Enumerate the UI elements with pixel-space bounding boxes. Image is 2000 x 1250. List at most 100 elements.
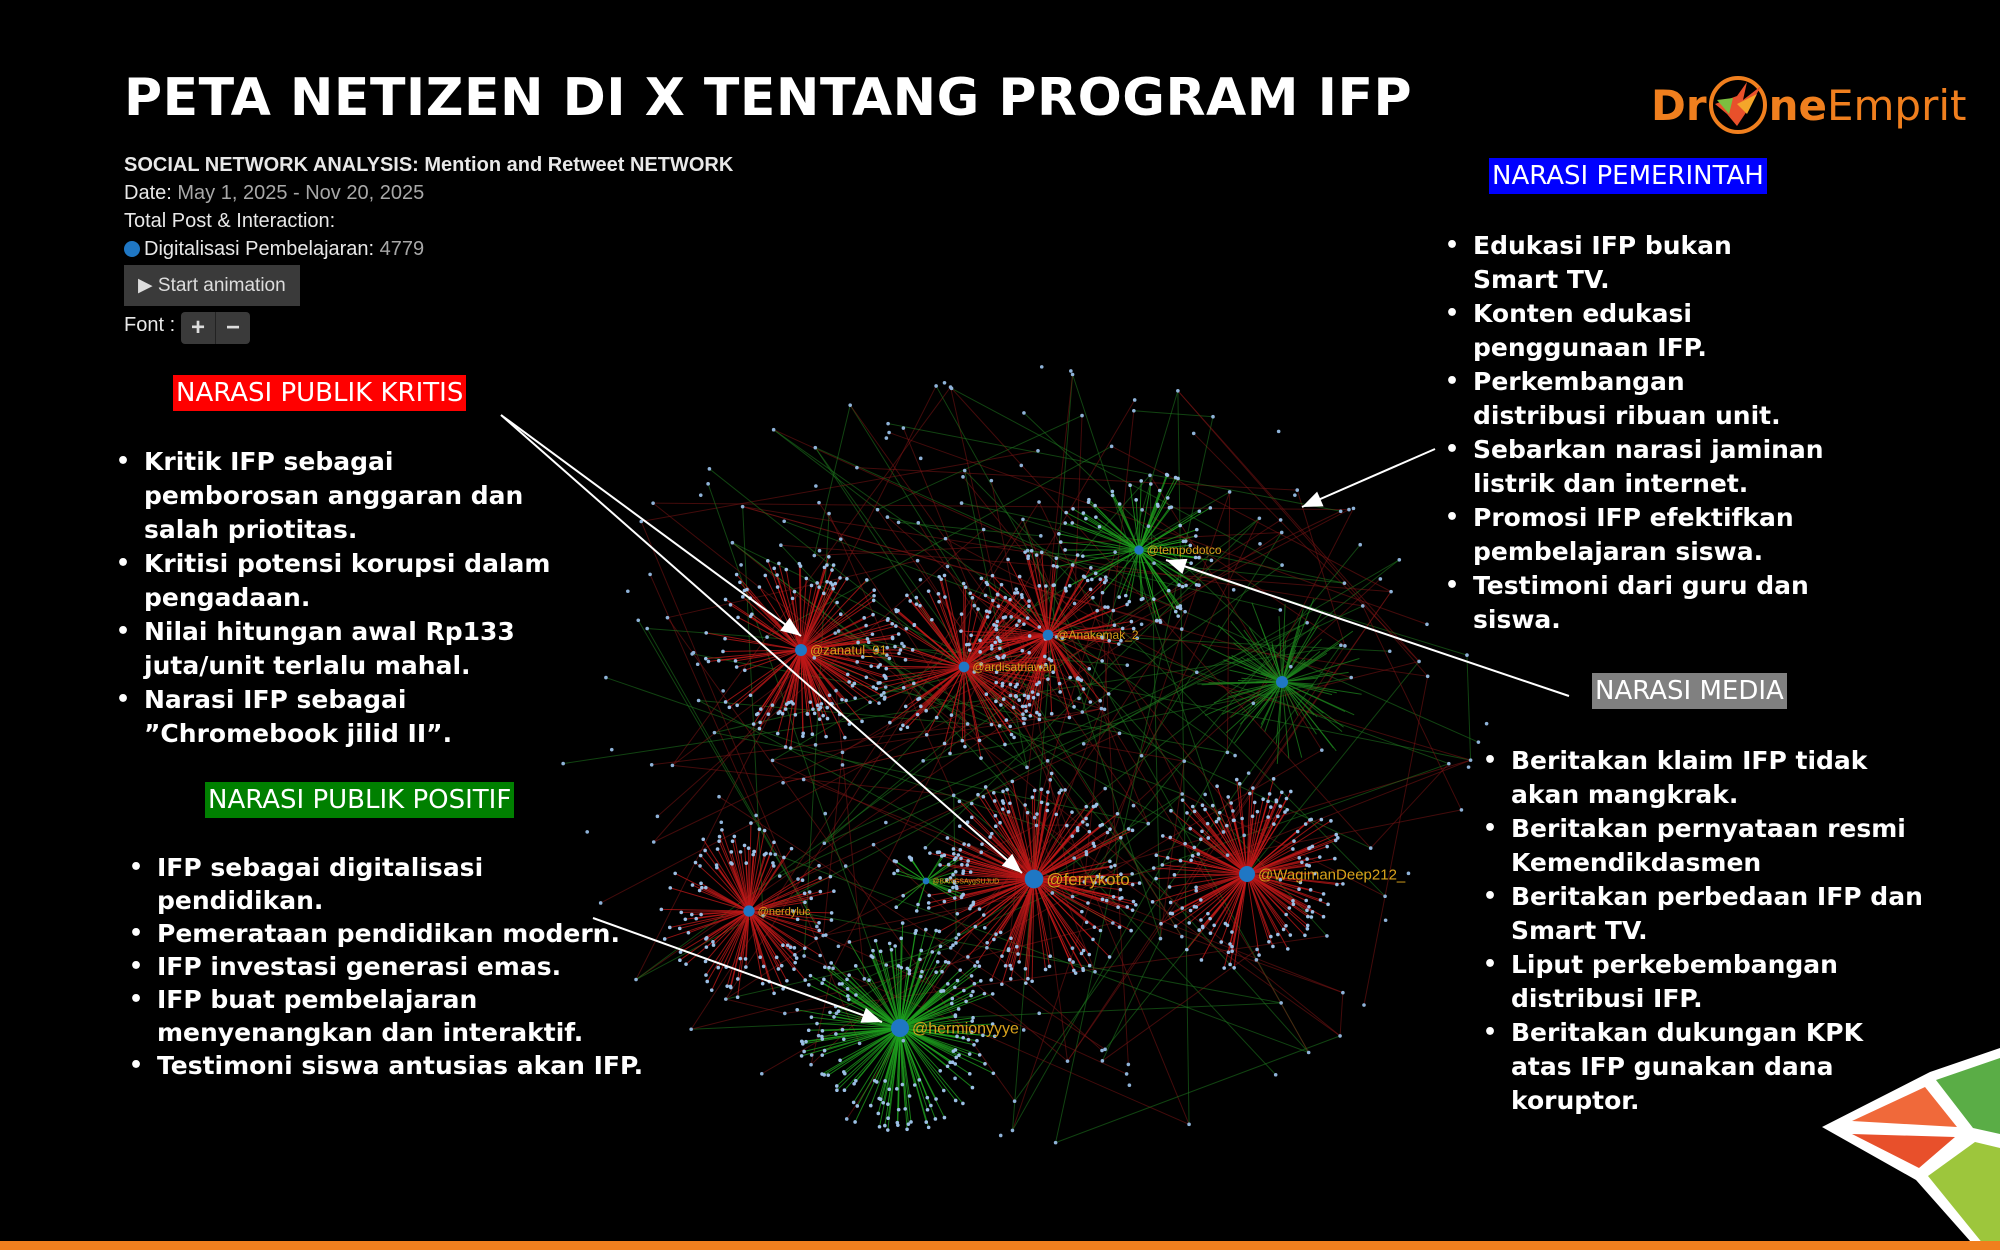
network-node[interactable] <box>677 926 682 931</box>
network-node[interactable] <box>1029 549 1034 553</box>
network-node[interactable] <box>1105 830 1110 835</box>
network-node[interactable] <box>1032 788 1037 793</box>
network-node[interactable] <box>1051 670 1055 675</box>
network-node[interactable] <box>1043 662 1048 667</box>
network-node[interactable] <box>1063 548 1067 552</box>
network-node[interactable] <box>1081 820 1085 824</box>
network-node[interactable] <box>815 703 820 708</box>
network-node[interactable] <box>914 928 918 933</box>
hub-label-WagimanDeep212_[interactable]: @WagimanDeep212_ <box>1258 866 1406 883</box>
network-node[interactable] <box>695 662 700 667</box>
network-node[interactable] <box>1100 1059 1105 1063</box>
network-node[interactable] <box>896 632 901 636</box>
network-node[interactable] <box>896 520 901 525</box>
network-node[interactable] <box>901 723 905 728</box>
network-node[interactable] <box>1173 475 1178 480</box>
network-node[interactable] <box>1183 841 1187 846</box>
network-node[interactable] <box>948 385 953 389</box>
network-node[interactable] <box>1081 948 1086 953</box>
network-node[interactable] <box>698 853 703 858</box>
network-node[interactable] <box>1362 1003 1366 1007</box>
hub-label-nerdyluc[interactable]: @nerdyluc <box>758 906 811 918</box>
network-node[interactable] <box>1100 897 1105 902</box>
network-node[interactable] <box>1031 695 1036 700</box>
network-node[interactable] <box>938 863 942 867</box>
network-node[interactable] <box>1307 904 1311 909</box>
network-node[interactable] <box>998 820 1002 825</box>
network-node[interactable] <box>1016 952 1020 956</box>
network-node[interactable] <box>1055 564 1059 569</box>
network-node[interactable] <box>678 950 683 954</box>
network-node[interactable] <box>1108 859 1112 864</box>
network-node[interactable] <box>822 1073 826 1077</box>
network-node[interactable] <box>1297 887 1301 892</box>
network-node[interactable] <box>797 561 802 566</box>
network-node[interactable] <box>926 1125 931 1130</box>
network-node[interactable] <box>886 421 890 426</box>
network-node[interactable] <box>817 500 821 505</box>
network-node[interactable] <box>898 648 903 652</box>
network-node[interactable] <box>887 430 891 435</box>
network-node[interactable] <box>951 885 955 890</box>
network-node[interactable] <box>719 820 724 825</box>
network-node[interactable] <box>1203 792 1207 797</box>
network-node[interactable] <box>1113 863 1117 868</box>
network-node[interactable] <box>1015 623 1019 628</box>
network-node[interactable] <box>1257 516 1262 521</box>
network-node[interactable] <box>981 794 986 799</box>
network-node[interactable] <box>1084 920 1089 925</box>
network-node[interactable] <box>990 1022 995 1026</box>
network-node[interactable] <box>945 982 950 986</box>
network-node[interactable] <box>953 1048 958 1052</box>
network-node[interactable] <box>1045 802 1050 806</box>
network-node[interactable] <box>1017 698 1021 702</box>
network-node[interactable] <box>903 704 908 709</box>
network-node[interactable] <box>1272 822 1276 826</box>
network-node[interactable] <box>1339 643 1343 648</box>
network-node[interactable] <box>1303 822 1308 826</box>
network-node[interactable] <box>1167 505 1172 510</box>
network-node[interactable] <box>1047 657 1052 661</box>
network-node[interactable] <box>802 946 807 951</box>
network-node[interactable] <box>1417 659 1421 664</box>
network-node[interactable] <box>870 632 875 637</box>
network-node[interactable] <box>894 905 899 910</box>
network-node[interactable] <box>1177 583 1181 587</box>
network-node[interactable] <box>1035 682 1039 687</box>
network-node[interactable] <box>812 711 817 716</box>
network-node[interactable] <box>1117 595 1121 599</box>
network-node[interactable] <box>836 944 841 949</box>
network-node[interactable] <box>690 883 695 887</box>
network-node[interactable] <box>948 876 953 880</box>
network-node[interactable] <box>697 888 702 893</box>
network-node[interactable] <box>1307 864 1312 868</box>
network-node[interactable] <box>670 763 675 768</box>
network-node[interactable] <box>1305 620 1309 625</box>
network-node[interactable] <box>1015 944 1019 949</box>
network-node[interactable] <box>845 987 850 991</box>
network-node[interactable] <box>1118 896 1122 901</box>
network-node[interactable] <box>957 824 962 829</box>
network-node[interactable] <box>976 607 980 611</box>
network-node[interactable] <box>965 722 970 726</box>
network-node[interactable] <box>1057 532 1061 536</box>
network-node[interactable] <box>673 871 677 876</box>
network-node[interactable] <box>1190 804 1195 809</box>
network-node[interactable] <box>1465 653 1469 657</box>
network-node[interactable] <box>792 946 797 950</box>
network-node[interactable] <box>942 741 947 746</box>
network-node[interactable] <box>742 668 747 673</box>
network-node[interactable] <box>1254 958 1259 962</box>
network-node[interactable] <box>953 869 958 874</box>
network-node[interactable] <box>651 840 656 844</box>
network-node[interactable] <box>963 585 968 590</box>
network-node[interactable] <box>1231 809 1235 813</box>
network-node[interactable] <box>1037 500 1041 504</box>
network-node[interactable] <box>955 911 960 916</box>
network-node[interactable] <box>959 501 964 505</box>
network-node[interactable] <box>817 707 821 712</box>
network-node[interactable] <box>1107 955 1112 959</box>
network-node[interactable] <box>1103 605 1107 609</box>
network-node[interactable] <box>872 588 877 592</box>
network-node[interactable] <box>995 619 1000 624</box>
